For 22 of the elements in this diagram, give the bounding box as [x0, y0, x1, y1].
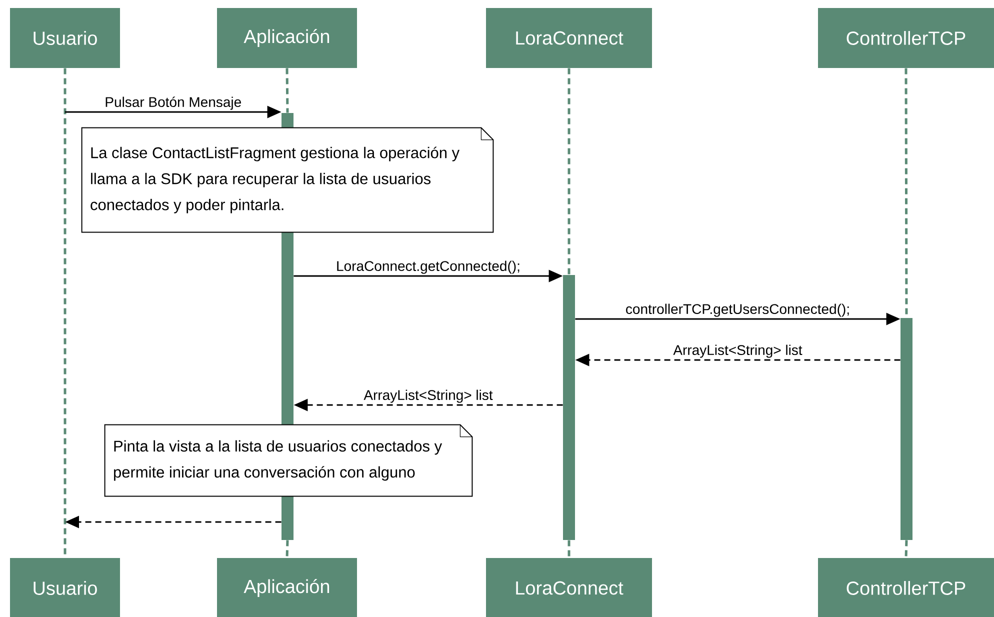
lifeline: [568, 68, 570, 275]
note: La clase ContactListFragment gestiona la operación y llama a la SDK para recuperar la lista de usuarios conectados y poder pintarla.: [81, 127, 494, 233]
participant-box: LoraConnect: [486, 8, 652, 68]
lifeline: [568, 540, 570, 558]
lifeline: [286, 540, 289, 558]
participant-box: ControllerTCP: [818, 8, 994, 68]
activation-bar: [563, 275, 575, 540]
participant-box: ControllerTCP: [818, 558, 994, 617]
lifeline: [286, 68, 289, 113]
participant-box: LoraConnect: [486, 558, 652, 617]
lifeline: [904, 540, 908, 558]
participant-box: Usuario: [10, 8, 120, 68]
edge-label: LoraConnect.getConnected();: [335, 260, 522, 275]
edge-label: Pulsar Botón Mensaje: [104, 96, 243, 111]
note: Pinta la vista a la lista de usuarios conectados y permite iniciar una conversación con alguno: [104, 424, 473, 497]
activation-bar: [900, 318, 912, 540]
participant-box: Aplicación: [217, 8, 357, 68]
edge-label: ArrayList<String> list: [362, 388, 494, 404]
edge-label: ArrayList<String> list: [672, 344, 804, 359]
participant-box: Aplicación: [217, 558, 357, 617]
participant-box: Usuario: [10, 558, 120, 617]
edge-label: controllerTCP.getUsersConnected();: [624, 302, 852, 318]
